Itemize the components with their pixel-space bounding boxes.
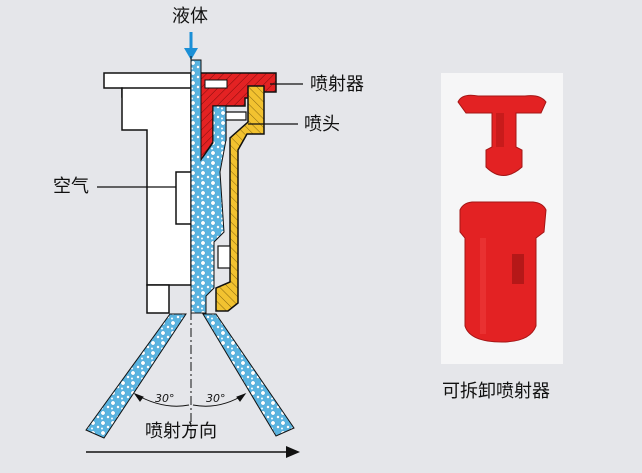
label-sprayer: 喷射器	[310, 74, 364, 95]
leader-lines	[97, 83, 303, 188]
liquid-channel	[190, 59, 228, 314]
label-spray-direction: 喷射方向	[145, 421, 217, 442]
angle-label-right: 30°	[206, 392, 226, 405]
label-air: 空气	[53, 176, 89, 197]
photo-caption: 可拆卸喷射器	[442, 381, 550, 402]
nozzle-yellow-part	[215, 85, 265, 312]
angle-arcs	[133, 392, 247, 407]
spray-plume-left	[85, 313, 187, 439]
label-nozzle: 喷头	[304, 114, 340, 135]
angle-label-left: 30°	[155, 392, 175, 405]
nozzle-body-left	[103, 72, 192, 314]
label-liquid: 液体	[172, 6, 208, 27]
liquid-inlet-arrow-icon	[184, 32, 198, 60]
direction-arrow-icon	[86, 446, 300, 458]
spray-plume-right	[202, 313, 295, 437]
removable-sprayer-photo	[441, 73, 563, 364]
